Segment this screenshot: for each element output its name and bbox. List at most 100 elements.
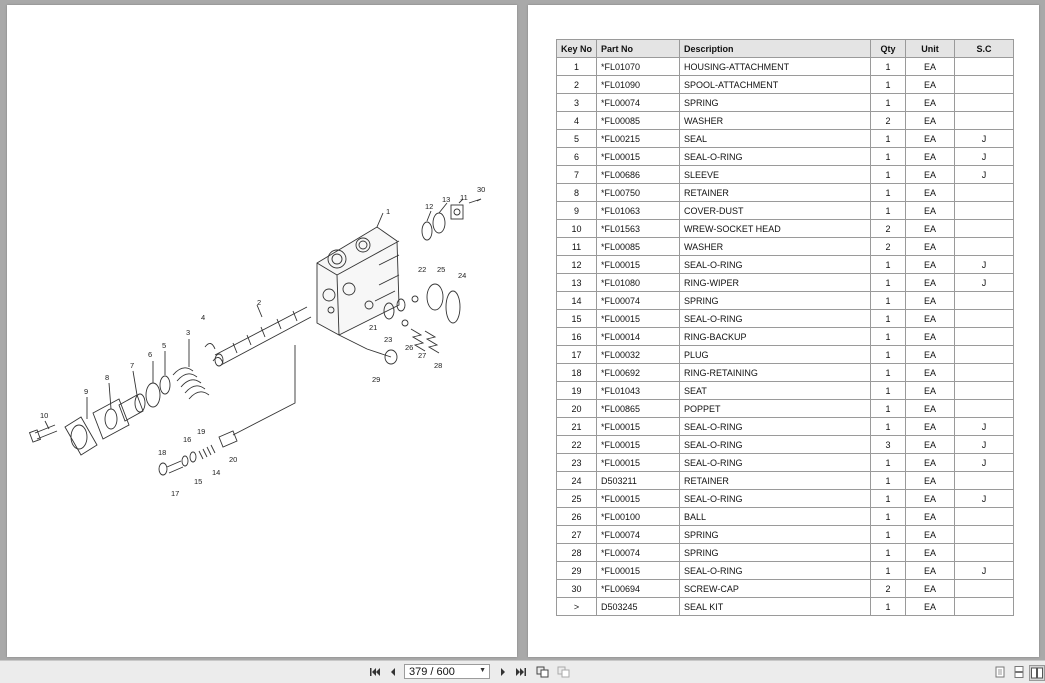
- qty-cell: 1: [870, 183, 907, 202]
- key-no-cell: 5: [555, 129, 598, 148]
- key-no-cell: 1: [555, 57, 598, 76]
- description-cell: SCREW-CAP: [679, 579, 872, 598]
- part-no-cell: *FL01563: [596, 219, 681, 238]
- qty-cell: 2: [870, 111, 907, 130]
- qty-cell: 1: [870, 507, 907, 526]
- sc-cell: J: [954, 453, 1015, 472]
- header-part-no: Part No: [596, 39, 681, 58]
- part-no-cell: *FL00074: [596, 543, 681, 562]
- part-no-cell: *FL00100: [596, 507, 681, 526]
- unit-cell: EA: [905, 165, 956, 184]
- sc-cell: [954, 525, 1015, 544]
- part-no-cell: *FL00694: [596, 579, 681, 598]
- qty-cell: 1: [870, 453, 907, 472]
- first-page-icon[interactable]: [368, 665, 382, 679]
- sc-cell: [954, 597, 1015, 616]
- qty-cell: 1: [870, 165, 907, 184]
- header-sc: S.C: [954, 39, 1015, 58]
- part-no-cell: *FL00015: [596, 435, 681, 454]
- description-cell: PLUG: [679, 345, 872, 364]
- page-number-select[interactable]: 379 / 600 ▼: [404, 664, 490, 679]
- sc-cell: [954, 201, 1015, 220]
- continuous-view-icon[interactable]: [1012, 665, 1026, 679]
- qty-cell: 1: [870, 201, 907, 220]
- sc-cell: J: [954, 129, 1015, 148]
- description-cell: RETAINER: [679, 471, 872, 490]
- description-cell: SEAL-O-RING: [679, 435, 872, 454]
- qty-cell: 1: [870, 75, 907, 94]
- description-cell: RING-WIPER: [679, 273, 872, 292]
- single-page-view-icon[interactable]: [993, 665, 1007, 679]
- callout-21: 21: [369, 323, 377, 332]
- key-no-cell: 3: [555, 93, 598, 112]
- qty-cell: 1: [870, 255, 907, 274]
- prev-page-icon[interactable]: [386, 665, 400, 679]
- paste-pages-icon[interactable]: [556, 665, 570, 679]
- callout-28: 28: [434, 361, 442, 370]
- unit-cell: EA: [905, 291, 956, 310]
- part-no-cell: *FL00015: [596, 255, 681, 274]
- qty-cell: 1: [870, 471, 907, 490]
- sc-cell: [954, 579, 1015, 598]
- unit-cell: EA: [905, 489, 956, 508]
- qty-cell: 1: [870, 543, 907, 562]
- callout-16: 16: [183, 435, 191, 444]
- last-page-icon[interactable]: [514, 665, 528, 679]
- unit-cell: EA: [905, 327, 956, 346]
- description-cell: SEAL-O-RING: [679, 489, 872, 508]
- unit-cell: EA: [905, 147, 956, 166]
- description-cell: BALL: [679, 507, 872, 526]
- page-indicator: 379 / 600: [409, 665, 455, 678]
- key-no-cell: 19: [555, 381, 598, 400]
- sc-cell: [954, 93, 1015, 112]
- sc-cell: J: [954, 435, 1015, 454]
- unit-cell: EA: [905, 417, 956, 436]
- parts-table: Key No Part No Description Qty Unit S.C …: [555, 39, 1015, 616]
- viewer-toolbar: 379 / 600 ▼: [0, 660, 1045, 683]
- next-page-icon[interactable]: [496, 665, 510, 679]
- part-no-cell: *FL00014: [596, 327, 681, 346]
- callout-9: 9: [84, 387, 88, 396]
- qty-cell: 1: [870, 57, 907, 76]
- callout-2: 2: [257, 298, 261, 307]
- key-no-cell: 17: [555, 345, 598, 364]
- sc-cell: [954, 57, 1015, 76]
- unit-cell: EA: [905, 57, 956, 76]
- callout-20: 20: [229, 455, 237, 464]
- sc-cell: [954, 507, 1015, 526]
- unit-cell: EA: [905, 201, 956, 220]
- description-cell: SEAL-O-RING: [679, 561, 872, 580]
- description-cell: SEAT: [679, 381, 872, 400]
- callout-7: 7: [130, 361, 134, 370]
- two-page-view-icon[interactable]: [1029, 665, 1045, 681]
- qty-cell: 1: [870, 381, 907, 400]
- description-cell: SEAL-O-RING: [679, 453, 872, 472]
- sc-cell: [954, 309, 1015, 328]
- description-cell: SPRING: [679, 291, 872, 310]
- sc-cell: J: [954, 255, 1015, 274]
- sc-cell: [954, 219, 1015, 238]
- description-cell: SEAL KIT: [679, 597, 872, 616]
- exploded-parts-diagram: 1 2 3 4 5 6 7 8 9 10 11 12 13 14 15 16 1…: [28, 185, 485, 498]
- unit-cell: EA: [905, 309, 956, 328]
- unit-cell: EA: [905, 399, 956, 418]
- unit-cell: EA: [905, 435, 956, 454]
- part-no-cell: *FL00074: [596, 291, 681, 310]
- qty-cell: 1: [870, 309, 907, 328]
- sc-cell: [954, 291, 1015, 310]
- copy-pages-icon[interactable]: [535, 665, 549, 679]
- callout-14: 14: [212, 468, 220, 477]
- sc-cell: [954, 345, 1015, 364]
- unit-cell: EA: [905, 111, 956, 130]
